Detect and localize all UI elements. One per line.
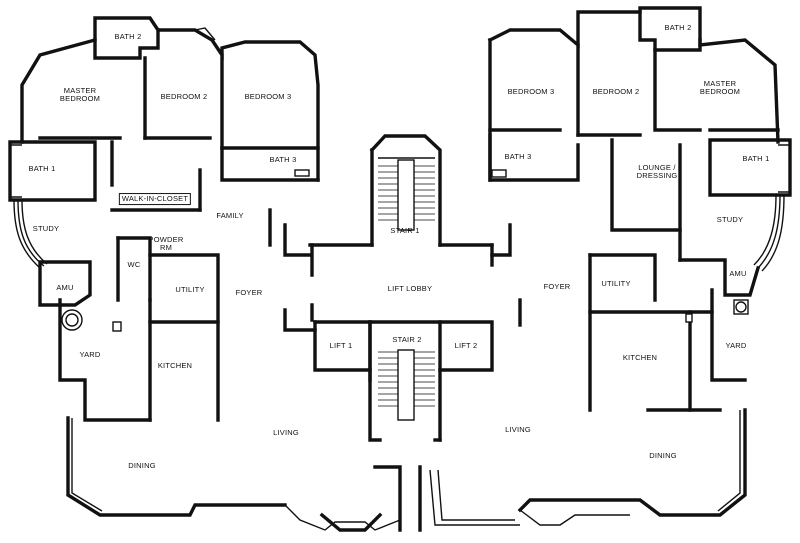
right-master-bedroom-label: MASTER BEDROOM	[699, 79, 741, 96]
left-living-label: LIVING	[273, 428, 299, 438]
right-utility-label: UTILITY	[601, 279, 631, 289]
right-amu-label: AMU	[729, 269, 747, 279]
stair2-label: STAIR 2	[392, 335, 422, 345]
stair2-treads	[378, 349, 435, 421]
left-foyer-label: FOYER	[235, 288, 263, 298]
left-study-label: STUDY	[32, 224, 60, 234]
left-bath2-label: BATH 2	[114, 32, 142, 42]
lift-lobby-label: LIFT LOBBY	[387, 284, 433, 294]
left-utility-label: UTILITY	[175, 285, 205, 295]
right-living-label: LIVING	[505, 425, 531, 435]
right-bath3-label: BATH 3	[504, 152, 532, 162]
right-bedroom3-label: BEDROOM 3	[507, 87, 555, 97]
left-dining-label: DINING	[128, 461, 156, 471]
right-dining-label: DINING	[649, 451, 677, 461]
right-bath2-label: BATH 2	[664, 23, 692, 33]
left-walk-in-closet-label: WALK-IN-CLOSET	[118, 193, 192, 205]
left-bedroom3-label: BEDROOM 3	[244, 92, 292, 102]
left-family-label: FAMILY	[216, 211, 244, 221]
lift2-label: LIFT 2	[454, 341, 478, 351]
core-walls	[308, 134, 494, 442]
left-bedroom2-label: BEDROOM 2	[160, 92, 208, 102]
stair1-label: STAIR 1	[390, 226, 420, 236]
left-yard-label: YARD	[79, 350, 101, 360]
right-kitchen-label: KITCHEN	[622, 353, 658, 363]
lift1-label: LIFT 1	[329, 341, 353, 351]
left-unit-walls	[8, 16, 402, 532]
left-kitchen-label: KITCHEN	[157, 361, 193, 371]
right-yard-label: YARD	[725, 341, 747, 351]
right-unit-walls	[418, 6, 792, 532]
stair1-treads	[378, 159, 435, 231]
right-study-label: STUDY	[716, 215, 744, 225]
right-bath1-label: BATH 1	[742, 154, 770, 164]
right-bedroom2-label: BEDROOM 2	[592, 87, 640, 97]
left-bath1-label: BATH 1	[28, 164, 56, 174]
left-amu-label: AMU	[56, 283, 74, 293]
right-foyer-label: FOYER	[543, 282, 571, 292]
right-lounge-dressing-label: LOUNGE / DRESSING	[636, 163, 678, 180]
left-wc-label: WC	[127, 260, 141, 270]
left-powder-rm-label: POWDER RM	[148, 235, 184, 252]
left-bath3-label: BATH 3	[269, 155, 297, 165]
left-master-bedroom-label: MASTER BEDROOM	[59, 86, 101, 103]
